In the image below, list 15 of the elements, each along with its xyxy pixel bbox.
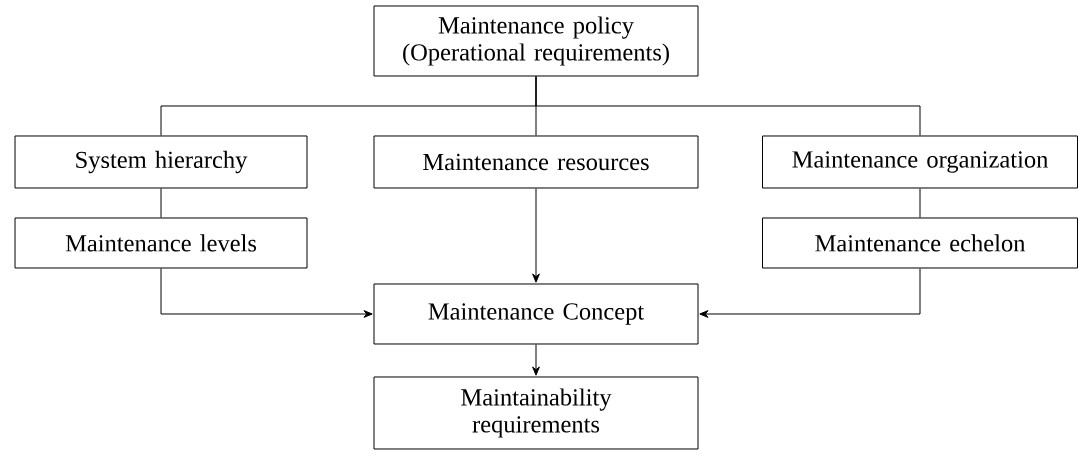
- process-box: Maintenance Concept: [373, 283, 699, 345]
- arrow: [160, 268, 373, 318]
- connector-line: [919, 188, 921, 218]
- process-box: Maintenance resources: [373, 135, 699, 189]
- arrow: [699, 268, 921, 318]
- process-box: System hierarchy: [14, 135, 308, 189]
- process-box: Maintenance policy (Operational requirements): [373, 5, 699, 77]
- process-box: Maintenance levels: [14, 217, 308, 269]
- process-box: Maintenance organization: [762, 135, 1078, 189]
- process-box: Maintainability requirements: [373, 376, 699, 450]
- arrow: [532, 188, 540, 283]
- arrow: [532, 344, 540, 376]
- connector-line: [535, 76, 921, 136]
- connector-line: [160, 188, 162, 218]
- process-box: Maintenance echelon: [762, 217, 1078, 269]
